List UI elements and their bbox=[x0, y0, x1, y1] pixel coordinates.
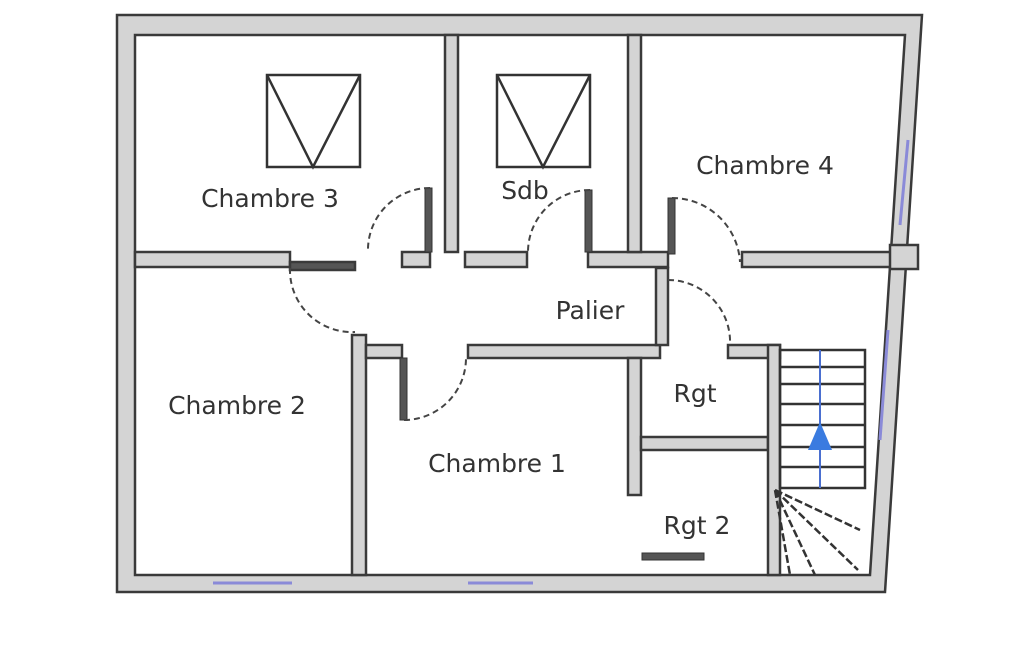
room-label-chambre4: Chambre 4 bbox=[696, 151, 834, 180]
outer-wall bbox=[115, 13, 924, 594]
interior-walls bbox=[133, 33, 920, 577]
room-label-sdb: Sdb bbox=[501, 176, 549, 205]
room-label-palier: Palier bbox=[556, 296, 626, 325]
room-label-rgt2: Rgt 2 bbox=[664, 511, 731, 540]
stair-arrow-icon bbox=[808, 422, 832, 450]
door-leaves bbox=[399, 187, 705, 561]
room-label-rgt: Rgt bbox=[673, 379, 716, 408]
skylight-chambre3 bbox=[265, 73, 362, 170]
door-swings bbox=[288, 187, 741, 421]
room-label-chambre1: Chambre 1 bbox=[428, 449, 566, 478]
staircase[interactable] bbox=[773, 348, 867, 576]
skylight-sdb bbox=[495, 73, 592, 170]
windows bbox=[213, 139, 910, 585]
room-label-chambre3: Chambre 3 bbox=[201, 184, 339, 213]
room-label-chambre2: Chambre 2 bbox=[168, 391, 306, 420]
